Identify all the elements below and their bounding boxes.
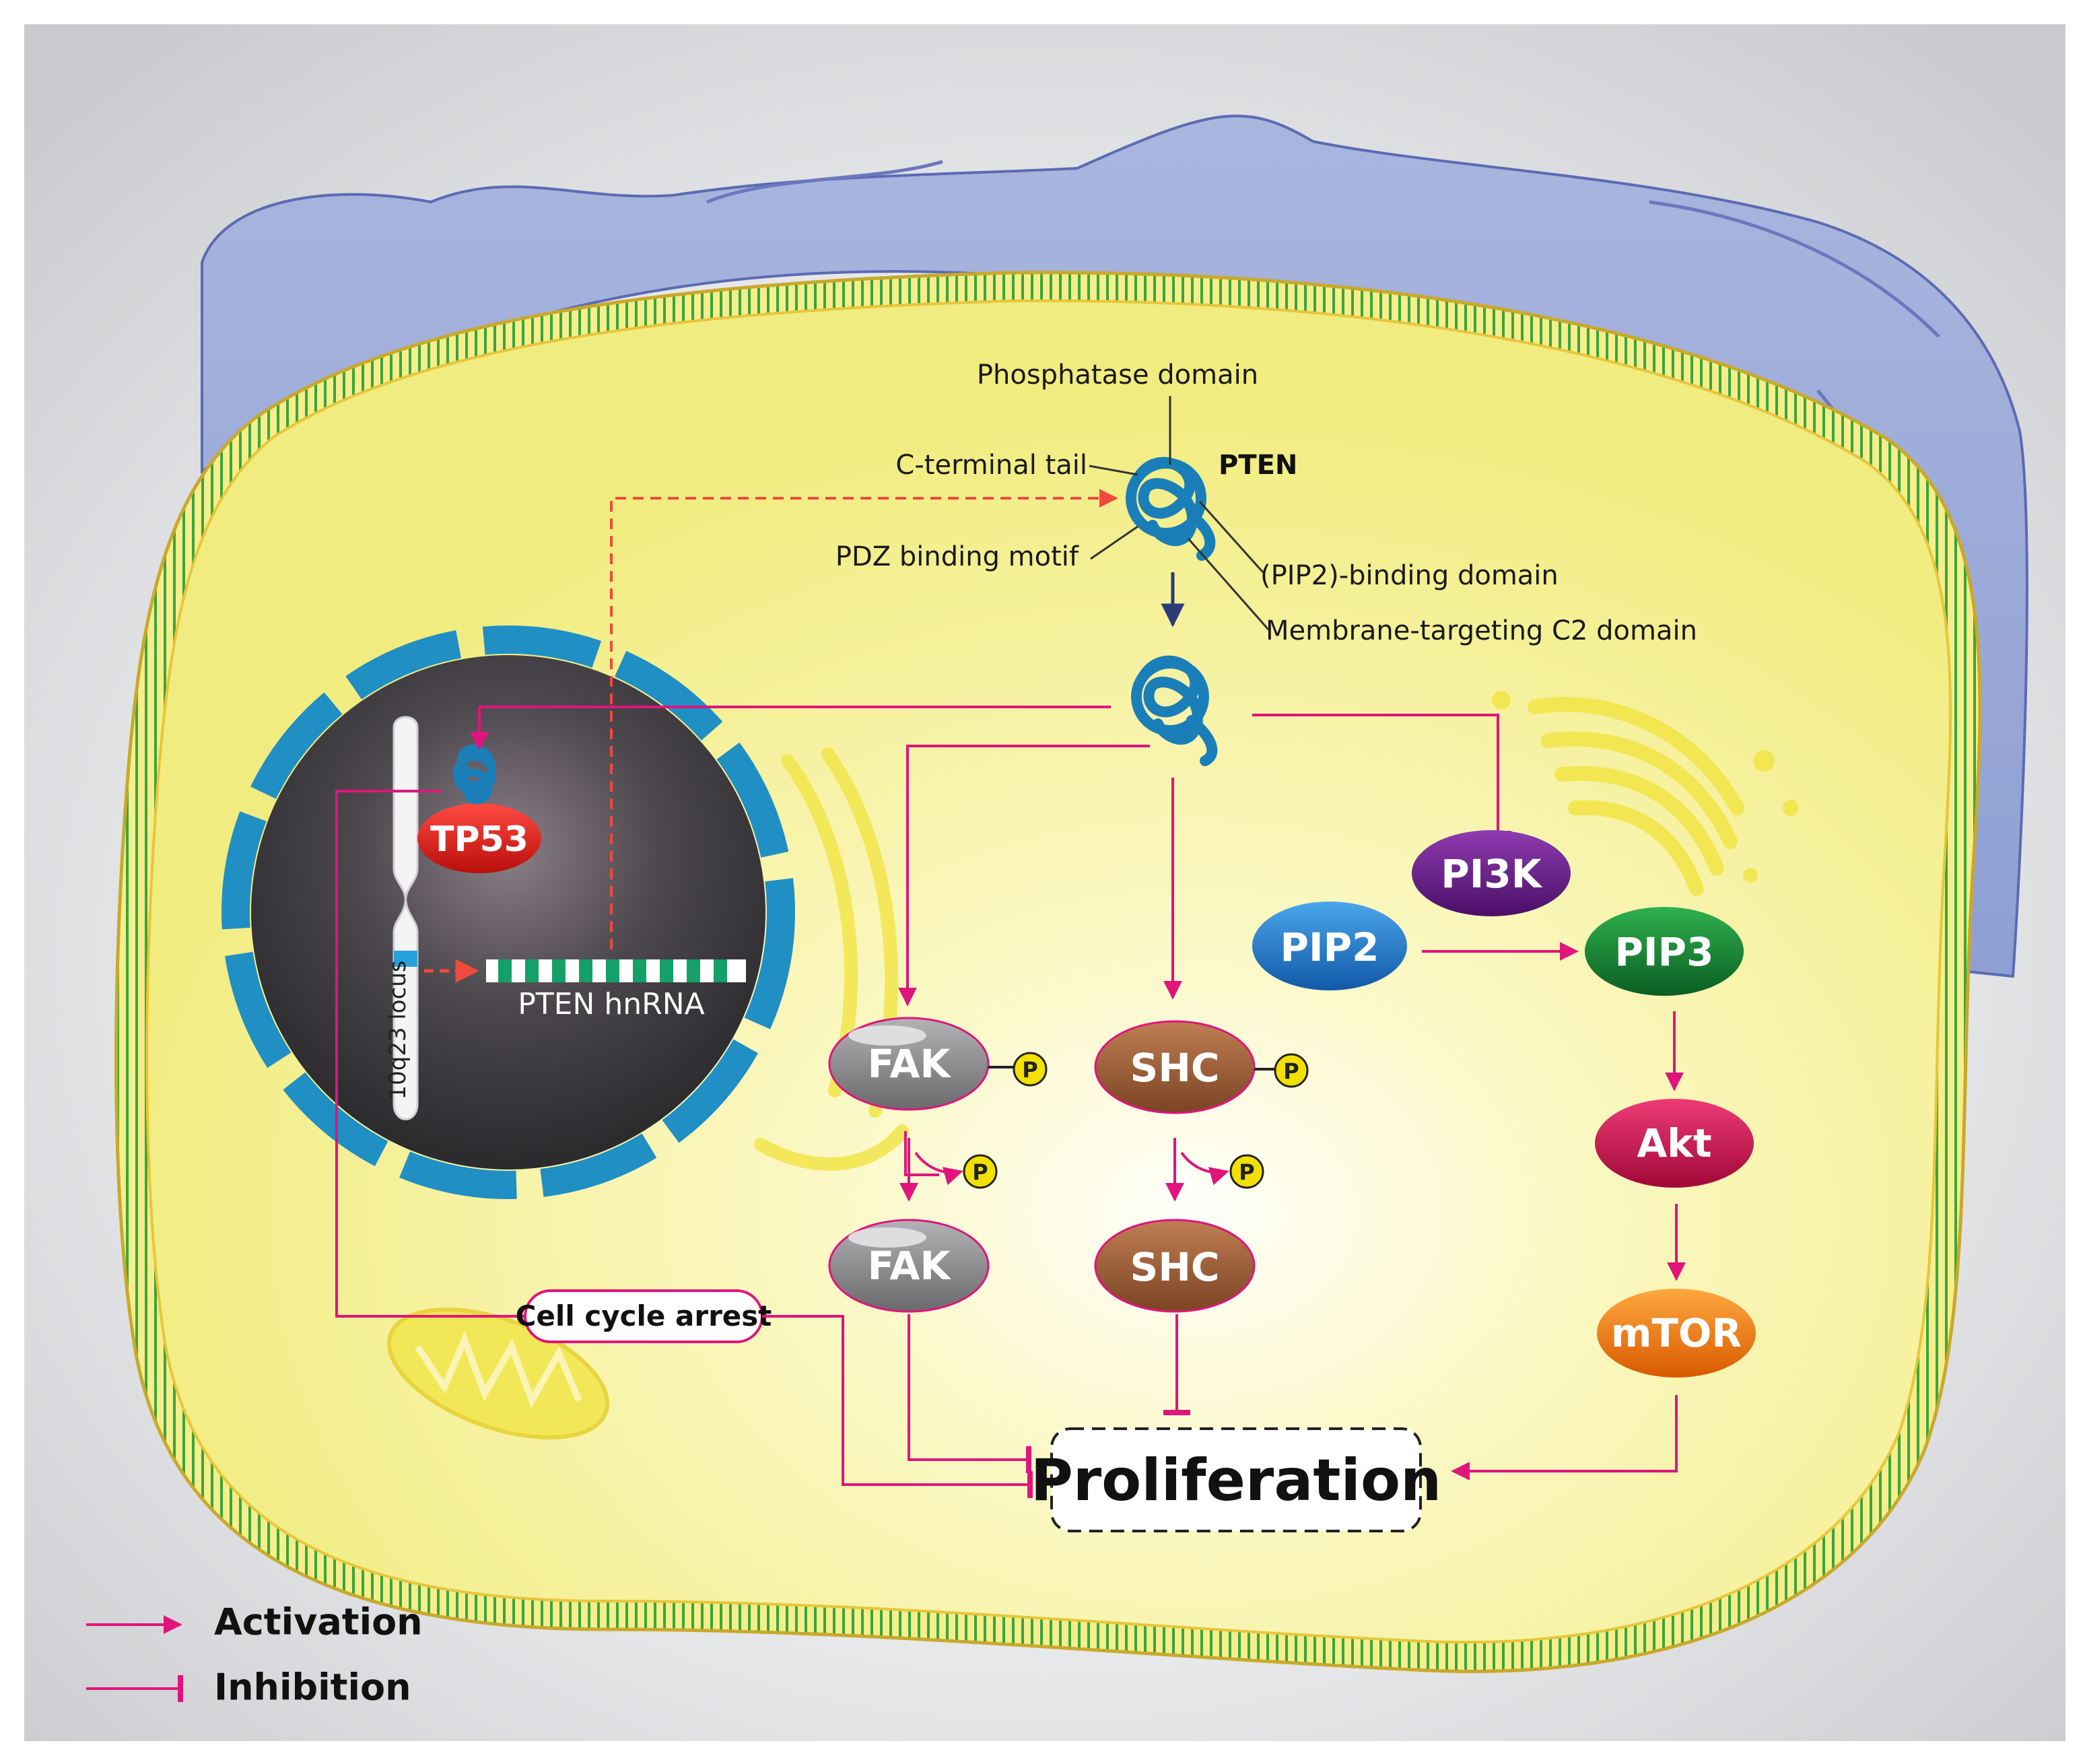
pi3k-label: PI3K bbox=[1441, 851, 1542, 897]
fak-inhibits-proliferation bbox=[908, 1314, 1031, 1473]
phosphate-icon bbox=[1229, 1154, 1264, 1189]
tp53-label: TP53 bbox=[430, 819, 528, 860]
pten-protein-icon bbox=[1131, 655, 1218, 766]
pten-label: PTEN bbox=[1219, 450, 1297, 481]
mtor-label: mTOR bbox=[1611, 1310, 1742, 1356]
phosphate-release-arrow bbox=[1180, 1151, 1229, 1186]
nucleoplasm bbox=[251, 655, 765, 1169]
tp53-to-arrest-path bbox=[335, 790, 525, 1318]
hnrna-strand bbox=[486, 959, 746, 982]
golgi-icon bbox=[1492, 691, 1799, 896]
pi3k-node bbox=[1412, 830, 1571, 916]
proliferation-label: Proliferation bbox=[1031, 1447, 1442, 1514]
translation-arrow bbox=[610, 489, 1118, 949]
locus-band bbox=[394, 951, 417, 967]
pip3-node bbox=[1585, 907, 1744, 996]
akt-node bbox=[1595, 1099, 1754, 1188]
shc-dephospho-label: SHC bbox=[1130, 1244, 1220, 1290]
phosphate-label: P bbox=[1239, 1159, 1254, 1185]
fak-dephospho-label: FAK bbox=[868, 1243, 952, 1289]
locus-label: 10q23 locus bbox=[384, 960, 411, 1099]
c-terminal-label: C-terminal tail bbox=[895, 450, 1087, 481]
pten-to-fak-arrow bbox=[898, 745, 1150, 1007]
phosphate-release-arrow bbox=[914, 1151, 963, 1186]
pten-protein-icon bbox=[1126, 456, 1216, 561]
mtor-node bbox=[1597, 1289, 1756, 1378]
nucleus bbox=[221, 625, 795, 1199]
arrest-inhibits-proliferation bbox=[762, 1315, 1033, 1498]
shc-dephospho-node bbox=[1094, 1219, 1256, 1313]
leader-line bbox=[1198, 500, 1264, 574]
chromosome-icon bbox=[392, 716, 419, 1120]
phosphate-icon bbox=[963, 1154, 998, 1189]
pten-inhibits-pi3k bbox=[1252, 714, 1511, 836]
phosphate-label: P bbox=[1283, 1058, 1299, 1084]
leader-line bbox=[1187, 538, 1270, 630]
phosphate-label: P bbox=[972, 1159, 988, 1185]
pip2-label: PIP2 bbox=[1280, 924, 1379, 970]
akt-label: Akt bbox=[1637, 1120, 1711, 1166]
phosphatase-domain-label: Phosphatase domain bbox=[977, 360, 1258, 391]
mtor-to-proliferation-arrow bbox=[1451, 1395, 1678, 1481]
shc-node bbox=[1094, 1020, 1256, 1114]
pip3-label: PIP3 bbox=[1615, 929, 1714, 975]
fak-dephospho-path bbox=[904, 1131, 939, 1176]
node-highlight bbox=[848, 1227, 926, 1248]
proliferation-box bbox=[1050, 1427, 1422, 1532]
pten-to-tp53-arrow bbox=[470, 706, 1111, 751]
legend-inhibition-label: Inhibition bbox=[214, 1666, 411, 1709]
leader-line bbox=[1090, 525, 1138, 560]
legend-activation-label: Activation bbox=[214, 1601, 423, 1643]
c2-domain-label: Membrane-targeting C2 domain bbox=[1266, 615, 1697, 646]
nuclear-envelope bbox=[221, 625, 795, 1199]
fak-label: FAK bbox=[868, 1041, 952, 1087]
node-highlight bbox=[848, 1025, 926, 1046]
hnrna-label: PTEN hnRNA bbox=[518, 987, 704, 1021]
ecm-fiber bbox=[1649, 200, 1940, 338]
pip2-node bbox=[1252, 902, 1407, 990]
ecm-fiber bbox=[706, 160, 943, 204]
pdz-label: PDZ binding motif bbox=[835, 541, 1079, 572]
phosphate-label: P bbox=[1022, 1057, 1037, 1083]
leader-line bbox=[1089, 465, 1138, 476]
tp53-node bbox=[417, 803, 541, 873]
pip2-binding-label: (PIP2)-binding domain bbox=[1260, 560, 1559, 591]
phosphate-icon bbox=[1274, 1053, 1309, 1088]
shc-label: SHC bbox=[1130, 1045, 1220, 1091]
cell-cycle-arrest-label: Cell cycle arrest bbox=[516, 1299, 772, 1332]
phosphate-icon bbox=[1013, 1052, 1048, 1087]
legend: Activation Inhibition bbox=[86, 1601, 423, 1709]
